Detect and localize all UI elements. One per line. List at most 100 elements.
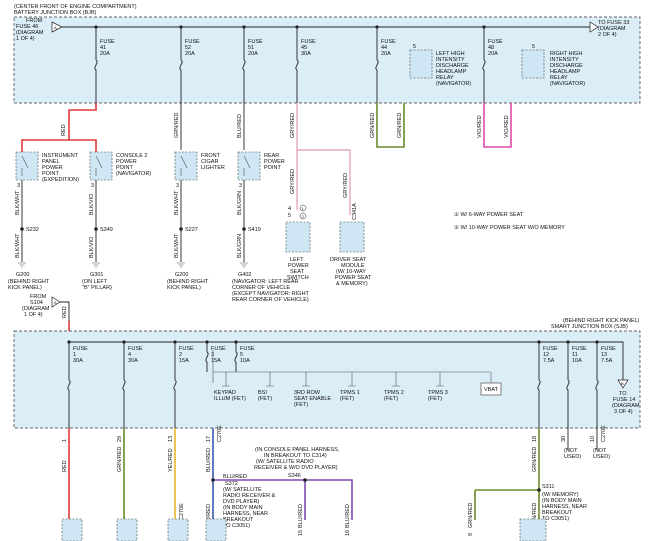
- fet-symbol: [436, 372, 444, 387]
- lower-wire-label: GRN/RED: [532, 503, 538, 528]
- power-point-ground: G200: [175, 272, 188, 278]
- svg-text:1 OF 4): 1 OF 4): [16, 36, 35, 42]
- fet-label: KEYPAD: [214, 390, 236, 396]
- label-red-sjb: RED: [62, 306, 68, 318]
- ground-icon: [240, 262, 248, 268]
- bjb-fuse-num: 45: [301, 45, 307, 51]
- bottom-pin: 1: [62, 439, 68, 442]
- relay-left-box: [409, 49, 433, 79]
- bottom-pin: 18: [532, 436, 538, 442]
- power-point-splice-dot: [179, 227, 183, 231]
- power-point-label: (EXPEDITION): [42, 177, 79, 183]
- svg-text:(IN BODY MAIN: (IN BODY MAIN: [542, 498, 582, 504]
- bottom-wire-label: YEL/RED: [168, 448, 174, 472]
- bottom-wire-label: USED): [593, 454, 610, 460]
- bjb-fuse-name: FUSE: [100, 39, 115, 45]
- bjb-fuse-symbol: [295, 27, 299, 103]
- power-point-label: POWER: [264, 159, 285, 165]
- bjb-fuse-name: FUSE: [488, 39, 503, 45]
- bottom-conn-2: [116, 518, 138, 541]
- sjb-box: [13, 330, 641, 429]
- bjb-fuses: FUSE4120AFUSE5220AFUSE5120AFUSE4530AFUSE…: [94, 25, 503, 103]
- sjb-fuse-amp: 10A: [572, 358, 582, 364]
- bottom-conn-label: C270E: [179, 503, 185, 520]
- sjb-from-wire: [60, 301, 70, 321]
- note2-marker-num: 2: [302, 214, 305, 219]
- svg-text:SWITCH: SWITCH: [287, 275, 309, 281]
- sjb-fuse-name: FUSE: [73, 346, 88, 352]
- sjb-to-ref: TO FUSE 14 (DIAGRAM 3 OF 4): [612, 391, 640, 415]
- sjb-fuse-symbol: [234, 342, 238, 372]
- bottom-wire-label: (NOT: [593, 448, 607, 454]
- power-point-label: POWER: [116, 159, 137, 165]
- svg-text:RIGHT HIGH: RIGHT HIGH: [550, 51, 582, 57]
- bjb-fuse-num: 48: [488, 45, 494, 51]
- power-point-label: POINT: [264, 165, 281, 171]
- fet-label: (FET): [428, 396, 442, 402]
- svg-text:RADIO RECEIVER &: RADIO RECEIVER &: [223, 493, 276, 499]
- svg-text:(DIAGRAM: (DIAGRAM: [16, 30, 44, 36]
- label-vio-red-2: VIO/RED: [504, 115, 510, 138]
- bottom-pin: 10: [590, 436, 596, 442]
- label-grn-red-3: GRN/RED: [397, 113, 403, 138]
- lower-wire-pin: 9: [468, 533, 474, 536]
- fet-label: TPMS 2: [384, 390, 404, 396]
- fet-label: ILLUM (FET): [214, 396, 246, 402]
- bjb-fuse-amp: 30A: [301, 51, 311, 57]
- sjb-fuse-amp: 7.5A: [543, 358, 555, 364]
- svg-text:DISCHARGE: DISCHARGE: [550, 63, 583, 69]
- fet-symbol: [222, 372, 230, 387]
- bjb-fuse-amp: 20A: [488, 51, 498, 57]
- power-point-splice: S419: [248, 227, 261, 233]
- note2-marker: [299, 212, 307, 220]
- sjb-fuse-num: 2: [179, 352, 182, 358]
- driver-seat-module: [339, 221, 365, 253]
- svg-text:RECEIVER & W/O DVD PLAYER): RECEIVER & W/O DVD PLAYER): [254, 465, 338, 471]
- sjb-fuse-num: 13: [601, 352, 607, 358]
- sjb-fuse-symbol: [122, 342, 126, 428]
- sjb-fuse-symbol: [566, 342, 570, 428]
- sjb-fuse-num: 5: [240, 352, 243, 358]
- label-red: RED: [61, 124, 67, 136]
- power-point-label: POINT: [116, 165, 133, 171]
- seat-driver-label: DRIVER SEAT MODULE (W/ 10-WAY POWER SEAT…: [330, 257, 372, 287]
- svg-text:(W/ 10-WAY: (W/ 10-WAY: [336, 269, 366, 275]
- bjb-from-ref: FROM FUSE 46 (DIAGRAM 1 OF 4): [16, 18, 44, 42]
- bjb-title: BATTERY JUNCTION BOX (BJB): [14, 10, 97, 16]
- splice-s311-dot: [537, 488, 541, 492]
- bottom-conn-5: [519, 518, 547, 541]
- bjb-fuse-symbol: [482, 27, 486, 103]
- power-point-location: (EXCEPT NAVIGATOR: RIGHT: [232, 291, 310, 297]
- ground-icon: [177, 262, 185, 268]
- seat-left-wire: GRY/RED: [290, 169, 296, 194]
- power-point-switch-icon: [243, 155, 251, 176]
- svg-text:TO C3051): TO C3051): [223, 523, 250, 529]
- power-point-splice: S232: [26, 227, 39, 233]
- bottom-wire-green-s311: [474, 428, 540, 520]
- sjb-fuse-num: 12: [543, 352, 549, 358]
- power-point-label: INSTRUMENT: [42, 153, 79, 159]
- sjb-fuse-num: 1: [73, 352, 76, 358]
- bjb-fuse-amp: 20A: [381, 51, 391, 57]
- bjb-fuse-num: 44: [381, 45, 387, 51]
- splice-s372-dot: [211, 478, 215, 482]
- wire-vio-red-relay: [483, 103, 512, 148]
- bjb-fuse-num: 52: [185, 45, 191, 51]
- power-point-location: (NAVIGATOR: LEFT REAR: [232, 279, 299, 285]
- svg-text:HEADLAMP: HEADLAMP: [550, 69, 581, 75]
- splice-s372-note: BLU/RED S372 (W/ SATELLITE RADIO RECEIVE…: [223, 474, 276, 529]
- power-point-ground: G200: [16, 272, 29, 278]
- svg-text:(NAVIGATOR): (NAVIGATOR): [550, 81, 585, 87]
- sjb-fuse-name: FUSE: [240, 346, 255, 352]
- sjb-fuse-amp: 30A: [73, 358, 83, 364]
- sjb-fuse-name: FUSE: [179, 346, 194, 352]
- power-point-splice-dot: [20, 227, 24, 231]
- power-point-location: (BEHIND RIGHT: [8, 279, 50, 285]
- ground-icon: [18, 262, 26, 268]
- power-point-label: POINT: [42, 171, 59, 177]
- bjb-fuse-amp: 20A: [100, 51, 110, 57]
- svg-text:3 OF 4): 3 OF 4): [614, 409, 633, 415]
- bjb-fuse-symbol: [94, 27, 98, 103]
- svg-text:(IN CONSOLE PANEL HARNESS,: (IN CONSOLE PANEL HARNESS,: [255, 447, 340, 453]
- sjb-fuse-symbol: [595, 342, 599, 428]
